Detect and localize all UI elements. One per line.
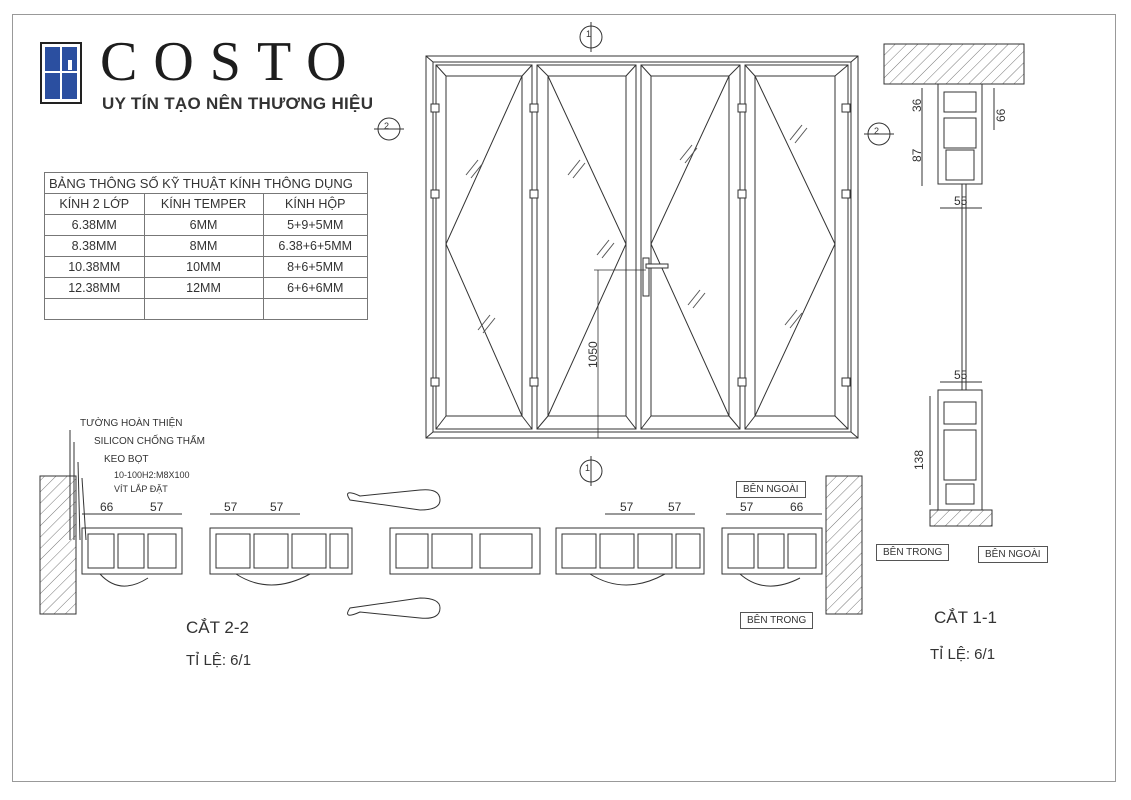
section-1-scale: TỈ LỆ: 6/1 — [930, 646, 996, 663]
inner-frame — [432, 61, 852, 433]
callout-foam-glue: KEO BỌT — [104, 454, 149, 465]
profile-left — [81, 527, 183, 587]
dimension-label: 55 — [954, 194, 968, 208]
door-sash-1 — [435, 64, 533, 430]
table-cell — [262, 298, 369, 320]
dimension-label: 87 — [910, 148, 924, 162]
side-inside-label: BÊN TRONG — [740, 612, 814, 629]
dimension-label: 57 — [740, 500, 754, 514]
dimension-label: 66 — [790, 500, 804, 514]
section-marker-label: 2 — [384, 121, 390, 131]
door-sash-3 — [640, 64, 741, 430]
profile-mid-left — [209, 527, 353, 586]
table-cell: 6MM — [143, 214, 264, 236]
section-markers — [374, 22, 894, 486]
dimension-label: 66 — [994, 108, 1008, 122]
handle-height-dimension: 1050 — [586, 341, 600, 368]
table-row — [44, 298, 369, 320]
brand-slogan: UY TÍN TẠO NÊN THƯƠNG HIỆU — [102, 94, 374, 113]
callout-install-screw: VÍT LẮP ĐẶT — [114, 484, 168, 494]
sheet-border — [12, 14, 1116, 782]
callout-finished-wall: TƯỜNG HOÀN THIỆN — [80, 418, 183, 429]
door-sash-2 — [536, 64, 637, 430]
door-sash-4 — [744, 64, 849, 430]
dimension-label: 57 — [270, 500, 284, 514]
dimension-label: 57 — [150, 500, 164, 514]
dimension-label: 138 — [912, 449, 926, 470]
hinge-marks — [430, 103, 851, 387]
table-header: KÍNH TEMPER — [143, 193, 264, 215]
window-logo-icon — [40, 42, 82, 104]
side-inside-label: BÊN TRONG — [876, 544, 950, 561]
glass-reflection-marks — [465, 124, 808, 334]
glass-spec-table: BẢNG THÔNG SỐ KỸ THUẬT KÍNH THÔNG DỤNG K… — [44, 172, 369, 320]
dimension-label: 57 — [668, 500, 682, 514]
table-cell: 12.38MM — [44, 277, 145, 299]
section-1-title: CẮT 1-1 — [934, 608, 997, 627]
door-elevation — [425, 55, 859, 439]
callout-anchor-spec: 10-100H2:M8X100 — [114, 470, 190, 480]
dimension-label: 66 — [100, 500, 114, 514]
callout-waterproof-silicone: SILICON CHỐNG THẤM — [94, 436, 205, 447]
table-cell: 10MM — [143, 256, 264, 278]
outer-frame — [425, 55, 859, 439]
section-marker-label: 1 — [586, 29, 592, 39]
section-marker-label: 1 — [585, 463, 591, 473]
dimension-label: 36 — [910, 98, 924, 112]
profile-right — [721, 527, 823, 587]
dimension-label: 57 — [224, 500, 238, 514]
brand-name: COSTO — [100, 31, 363, 93]
dimension-label: 55 — [954, 368, 968, 382]
section-2-2 — [39, 430, 863, 619]
table-row: 10.38MM 10MM 8+6+5MM — [44, 256, 369, 278]
dimension-label: 57 — [620, 500, 634, 514]
section-2-title: CẮT 2-2 — [186, 618, 249, 637]
section-marker-label: 2 — [874, 126, 880, 136]
profile-center — [347, 489, 541, 619]
table-cell: 6.38MM — [44, 214, 145, 236]
profile-mid-right — [555, 527, 705, 586]
brand-logo: COSTO UY TÍN TẠO NÊN THƯƠNG HIỆU — [40, 34, 373, 120]
side-outside-label: BÊN NGOÀI — [978, 546, 1048, 563]
section-1-1 — [883, 43, 1025, 527]
section-2-scale: TỈ LỆ: 6/1 — [186, 652, 252, 669]
table-row: 6.38MM 6MM 5+9+5MM — [44, 214, 369, 236]
table-cell: 8+6+5MM — [262, 256, 369, 278]
door-handle-icon — [642, 257, 669, 297]
side-outside-label: BÊN NGOÀI — [736, 481, 806, 498]
